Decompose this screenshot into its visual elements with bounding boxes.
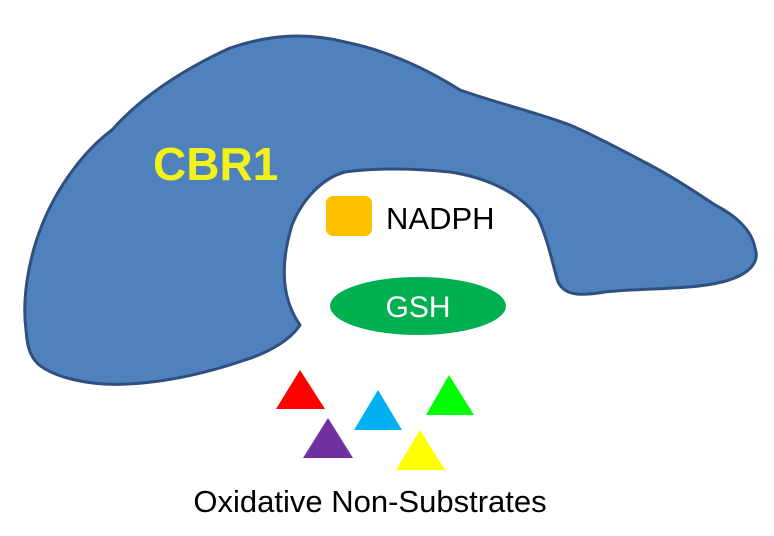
gsh-label: GSH <box>385 291 450 324</box>
nadph-label: NADPH <box>386 201 495 236</box>
nadph-square <box>326 196 372 236</box>
blue-triangle <box>354 390 402 430</box>
non-substrates-caption: Oxidative Non-Substrates <box>193 484 546 519</box>
green-triangle <box>426 375 474 415</box>
gsh-ellipse <box>330 277 506 335</box>
red-triangle <box>276 370 325 409</box>
cbr1-protein-shape <box>23 34 758 386</box>
purple-triangle <box>303 418 353 458</box>
yellow-triangle <box>396 430 445 470</box>
cbr1-label: CBR1 <box>153 138 278 190</box>
